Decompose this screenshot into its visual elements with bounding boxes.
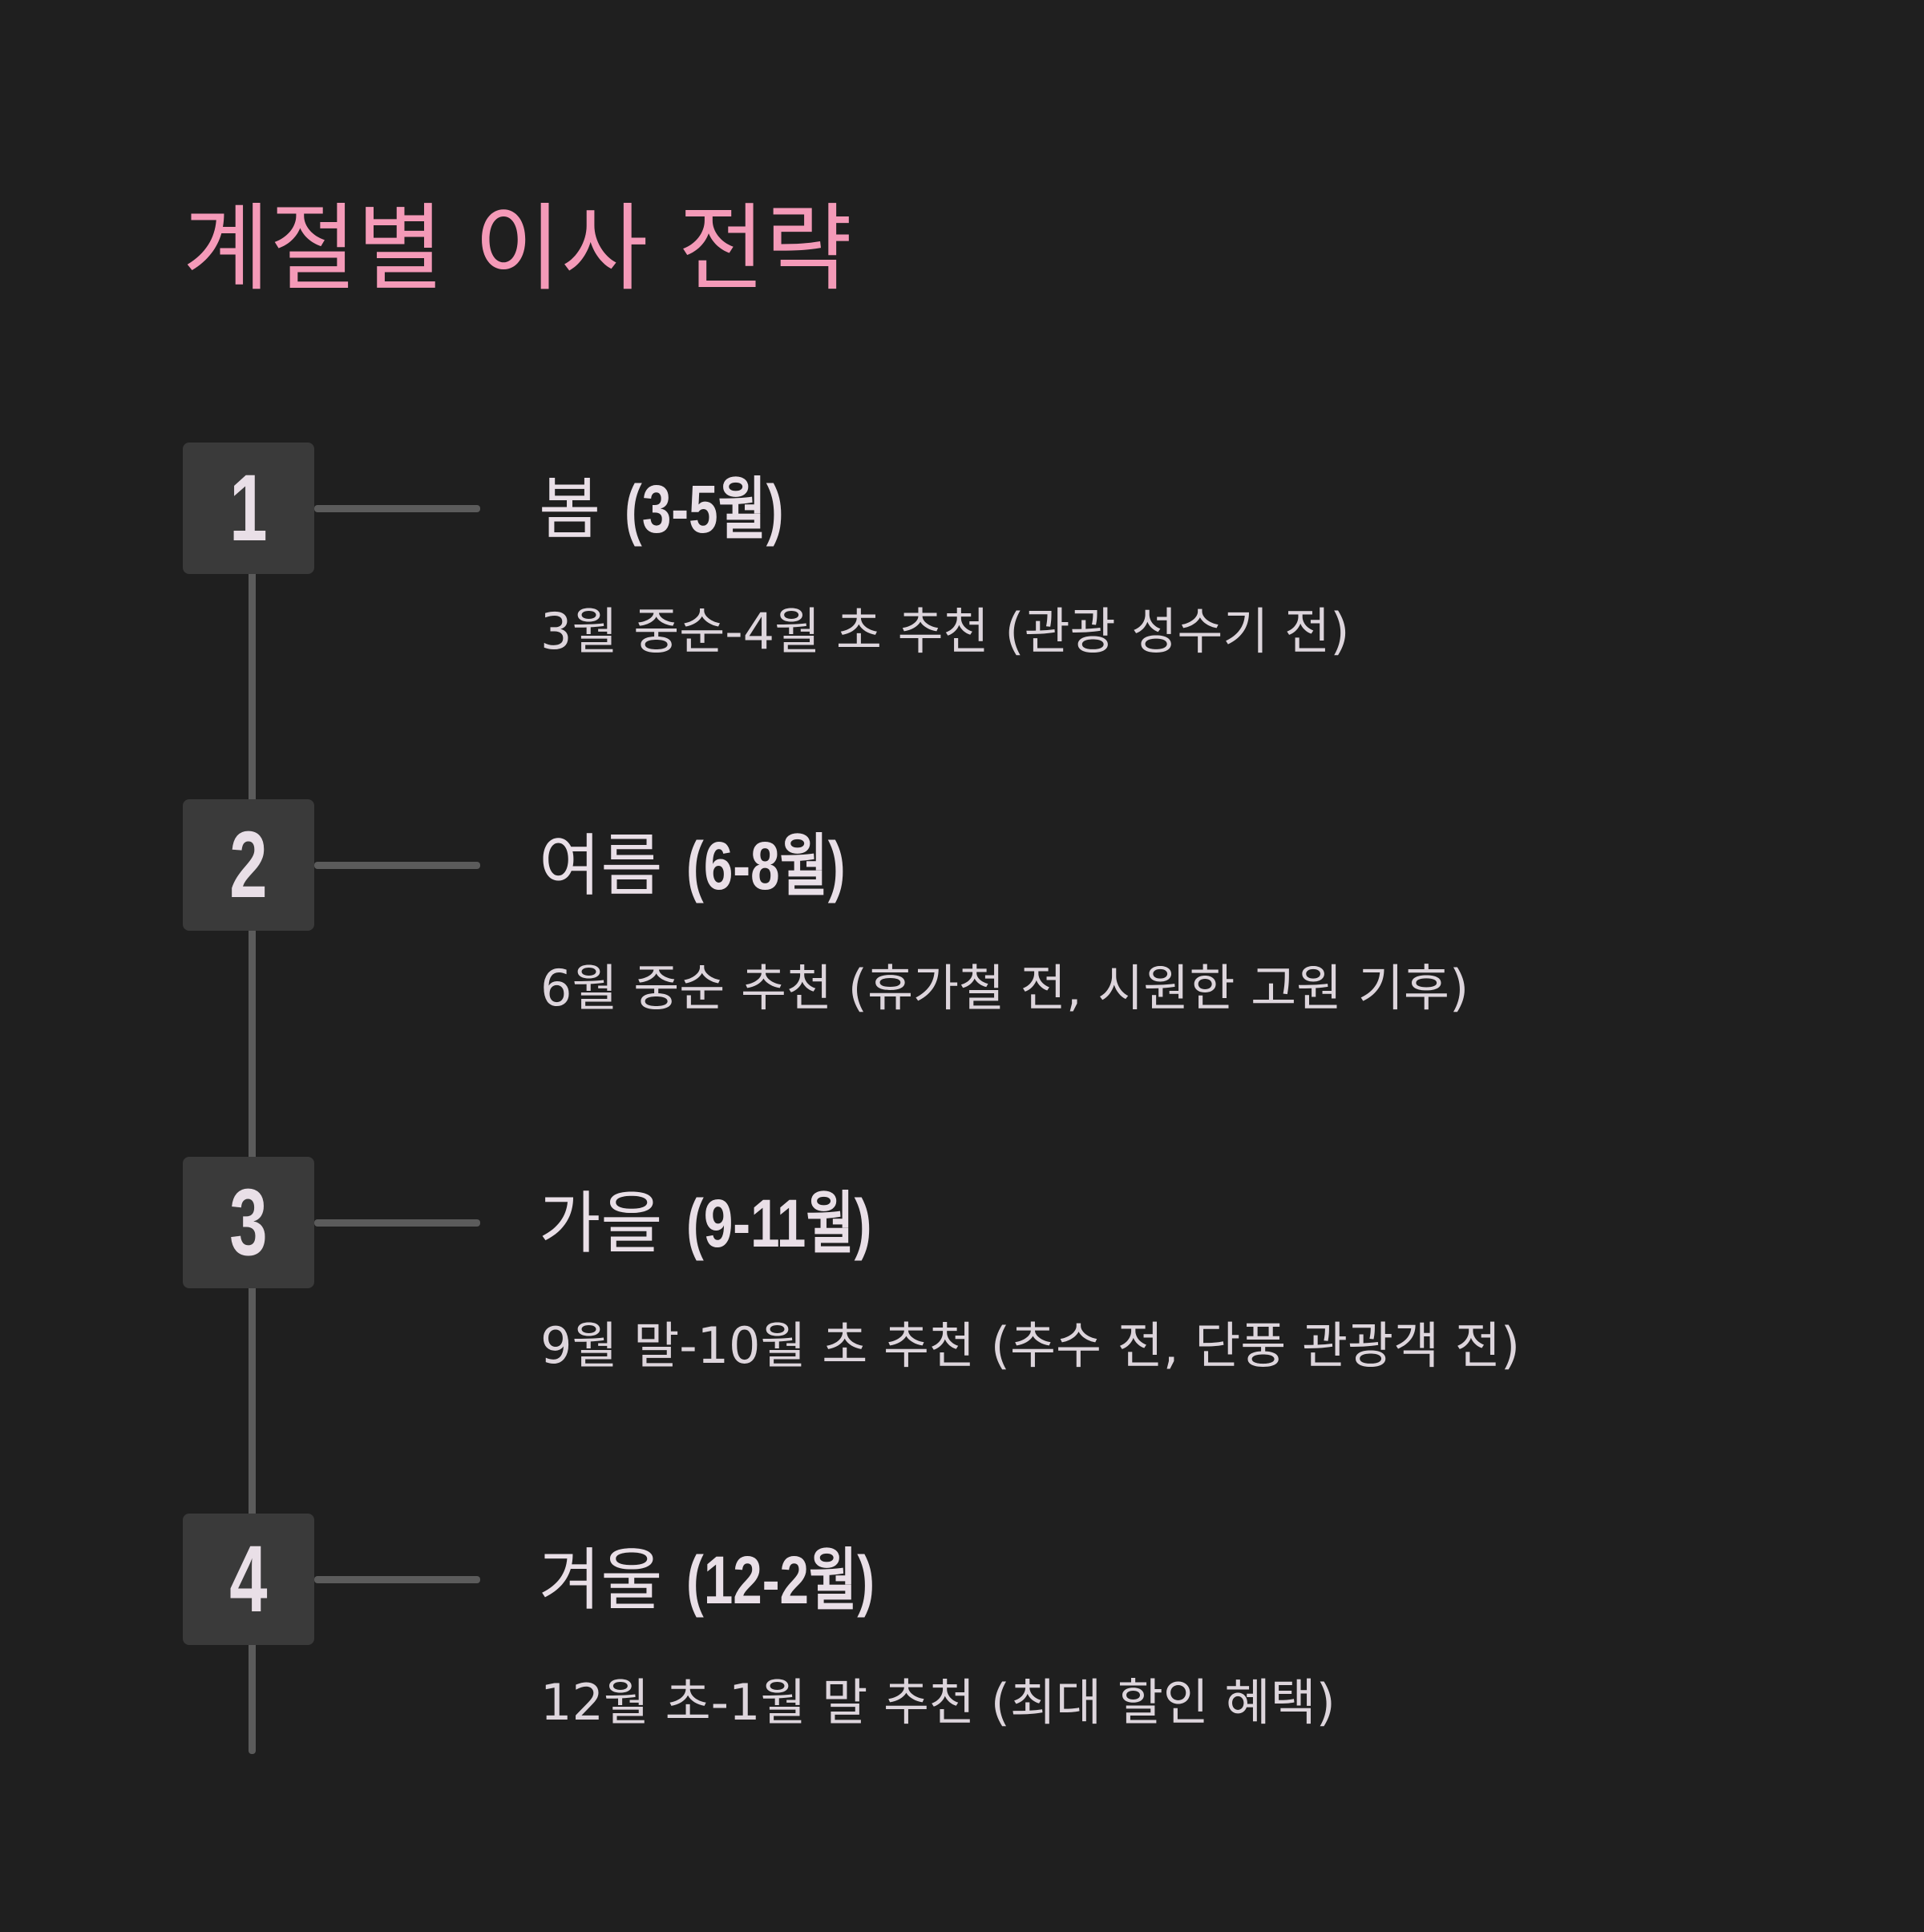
step-description: 12월 초-1월 말 추천 (최대 할인 혜택) (540, 1673, 1336, 1732)
step-connector (314, 1219, 480, 1227)
step-number: 2 (229, 812, 268, 918)
step-description: 6월 중순 추천 (휴가철 전, 시원한 고원 기후) (540, 959, 1469, 1017)
step-connector (314, 505, 480, 512)
step-heading: 겨울 (12-2월) (539, 1540, 928, 1620)
step-heading: 봄 (3-5월) (539, 469, 828, 549)
step-heading: 가을 (9-11월) (539, 1183, 924, 1263)
page-title: 계절별 이사 전략 (183, 193, 852, 304)
step-connector (314, 1576, 480, 1583)
season-range: (9-11월) (685, 1186, 872, 1261)
step-number-badge: 3 (183, 1157, 314, 1288)
season-name: 겨울 (539, 1541, 663, 1619)
step-number-badge: 2 (183, 799, 314, 931)
season-range: (6-8월) (685, 828, 846, 903)
step-connector (314, 862, 480, 869)
step-description: 9월 말-10월 초 추천 (추수 전, 단풍 관광객 전) (540, 1316, 1521, 1375)
step-number: 1 (229, 455, 268, 561)
step-number: 3 (229, 1170, 268, 1275)
season-range: (3-5월) (624, 471, 784, 547)
season-name: 봄 (539, 470, 601, 548)
step-number-badge: 4 (183, 1514, 314, 1645)
step-number-badge: 1 (183, 443, 314, 574)
step-number: 4 (229, 1526, 268, 1632)
step-description: 3월 중순-4월 초 추천 (관광 성수기 전) (540, 602, 1350, 661)
timeline-line (249, 545, 256, 1754)
season-name: 여름 (539, 827, 663, 905)
season-range: (12-2월) (685, 1542, 875, 1618)
season-name: 가을 (539, 1184, 663, 1263)
step-heading: 여름 (6-8월) (539, 826, 890, 906)
